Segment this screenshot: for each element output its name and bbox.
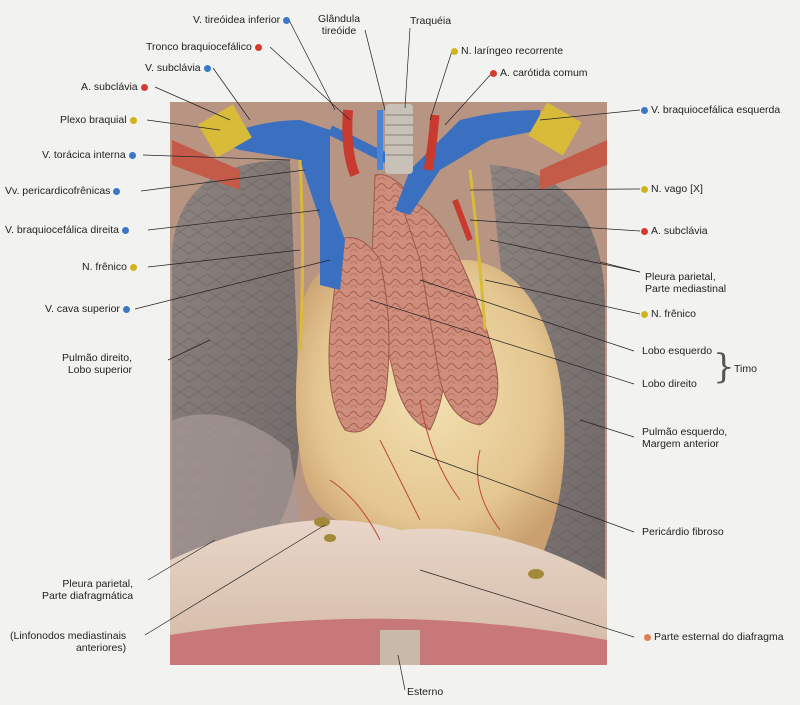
- label-pleura-mediastinal: Pleura parietal, Parte mediastinal: [645, 271, 727, 295]
- label-lobo-direito: Lobo direito: [642, 378, 697, 390]
- label-frenico-esq: N. frênico: [638, 308, 696, 320]
- label-pleura-diafragmatica: Pleura parietal, Parte diafragmática: [42, 578, 134, 602]
- label-traqueia: Traquéia: [410, 15, 452, 27]
- label-laringeo-recorrente: N. laríngeo recorrente: [448, 45, 563, 57]
- thymus-brace: }: [713, 347, 735, 387]
- label-esterno: Esterno: [407, 686, 444, 698]
- label-tireoidea-inferior: V. tireóidea inferior: [193, 14, 293, 26]
- label-plexo-braquial: Plexo braquial: [60, 114, 140, 126]
- label-pulmao-direito: Pulmão direito, Lobo superior: [62, 352, 133, 376]
- label-pericardio: Pericárdio fibroso: [642, 526, 724, 538]
- label-timo: Timo: [734, 363, 757, 375]
- label-glandula-tireoide: Glândula tireóide: [318, 13, 361, 37]
- label-esternal-diafragma: Parte esternal do diafragma: [641, 631, 784, 643]
- label-pulmao-esquerdo: Pulmão esquerdo, Margem anterior: [642, 426, 728, 450]
- label-tronco-braquiocefalico: Tronco braquiocefálico: [146, 41, 265, 53]
- label-subclavia-a-esq: A. subclávia: [638, 225, 708, 237]
- label-carotida-comum: A. carótida comum: [487, 67, 588, 79]
- label-braquiocefalica-dir: V. braquiocefálica direita: [5, 224, 132, 236]
- label-toracica-interna: V. torácica interna: [42, 149, 139, 161]
- label-linfonodos: (Linfonodos mediastinais anteriores): [10, 630, 127, 654]
- label-subclavia-v: V. subclávia: [145, 62, 214, 74]
- label-pericardicofrenicas: Vv. pericardicofrênicas: [5, 185, 123, 197]
- label-lobo-esquerdo: Lobo esquerdo: [642, 345, 713, 357]
- label-cava-superior: V. cava superior: [45, 303, 133, 315]
- label-vago: N. vago [X]: [638, 183, 703, 195]
- label-subclavia-a-dir: A. subclávia: [81, 81, 151, 93]
- label-braquiocefalica-esq: V. braquiocefálica esquerda: [638, 104, 780, 116]
- label-frenico-dir: N. frênico: [82, 261, 140, 273]
